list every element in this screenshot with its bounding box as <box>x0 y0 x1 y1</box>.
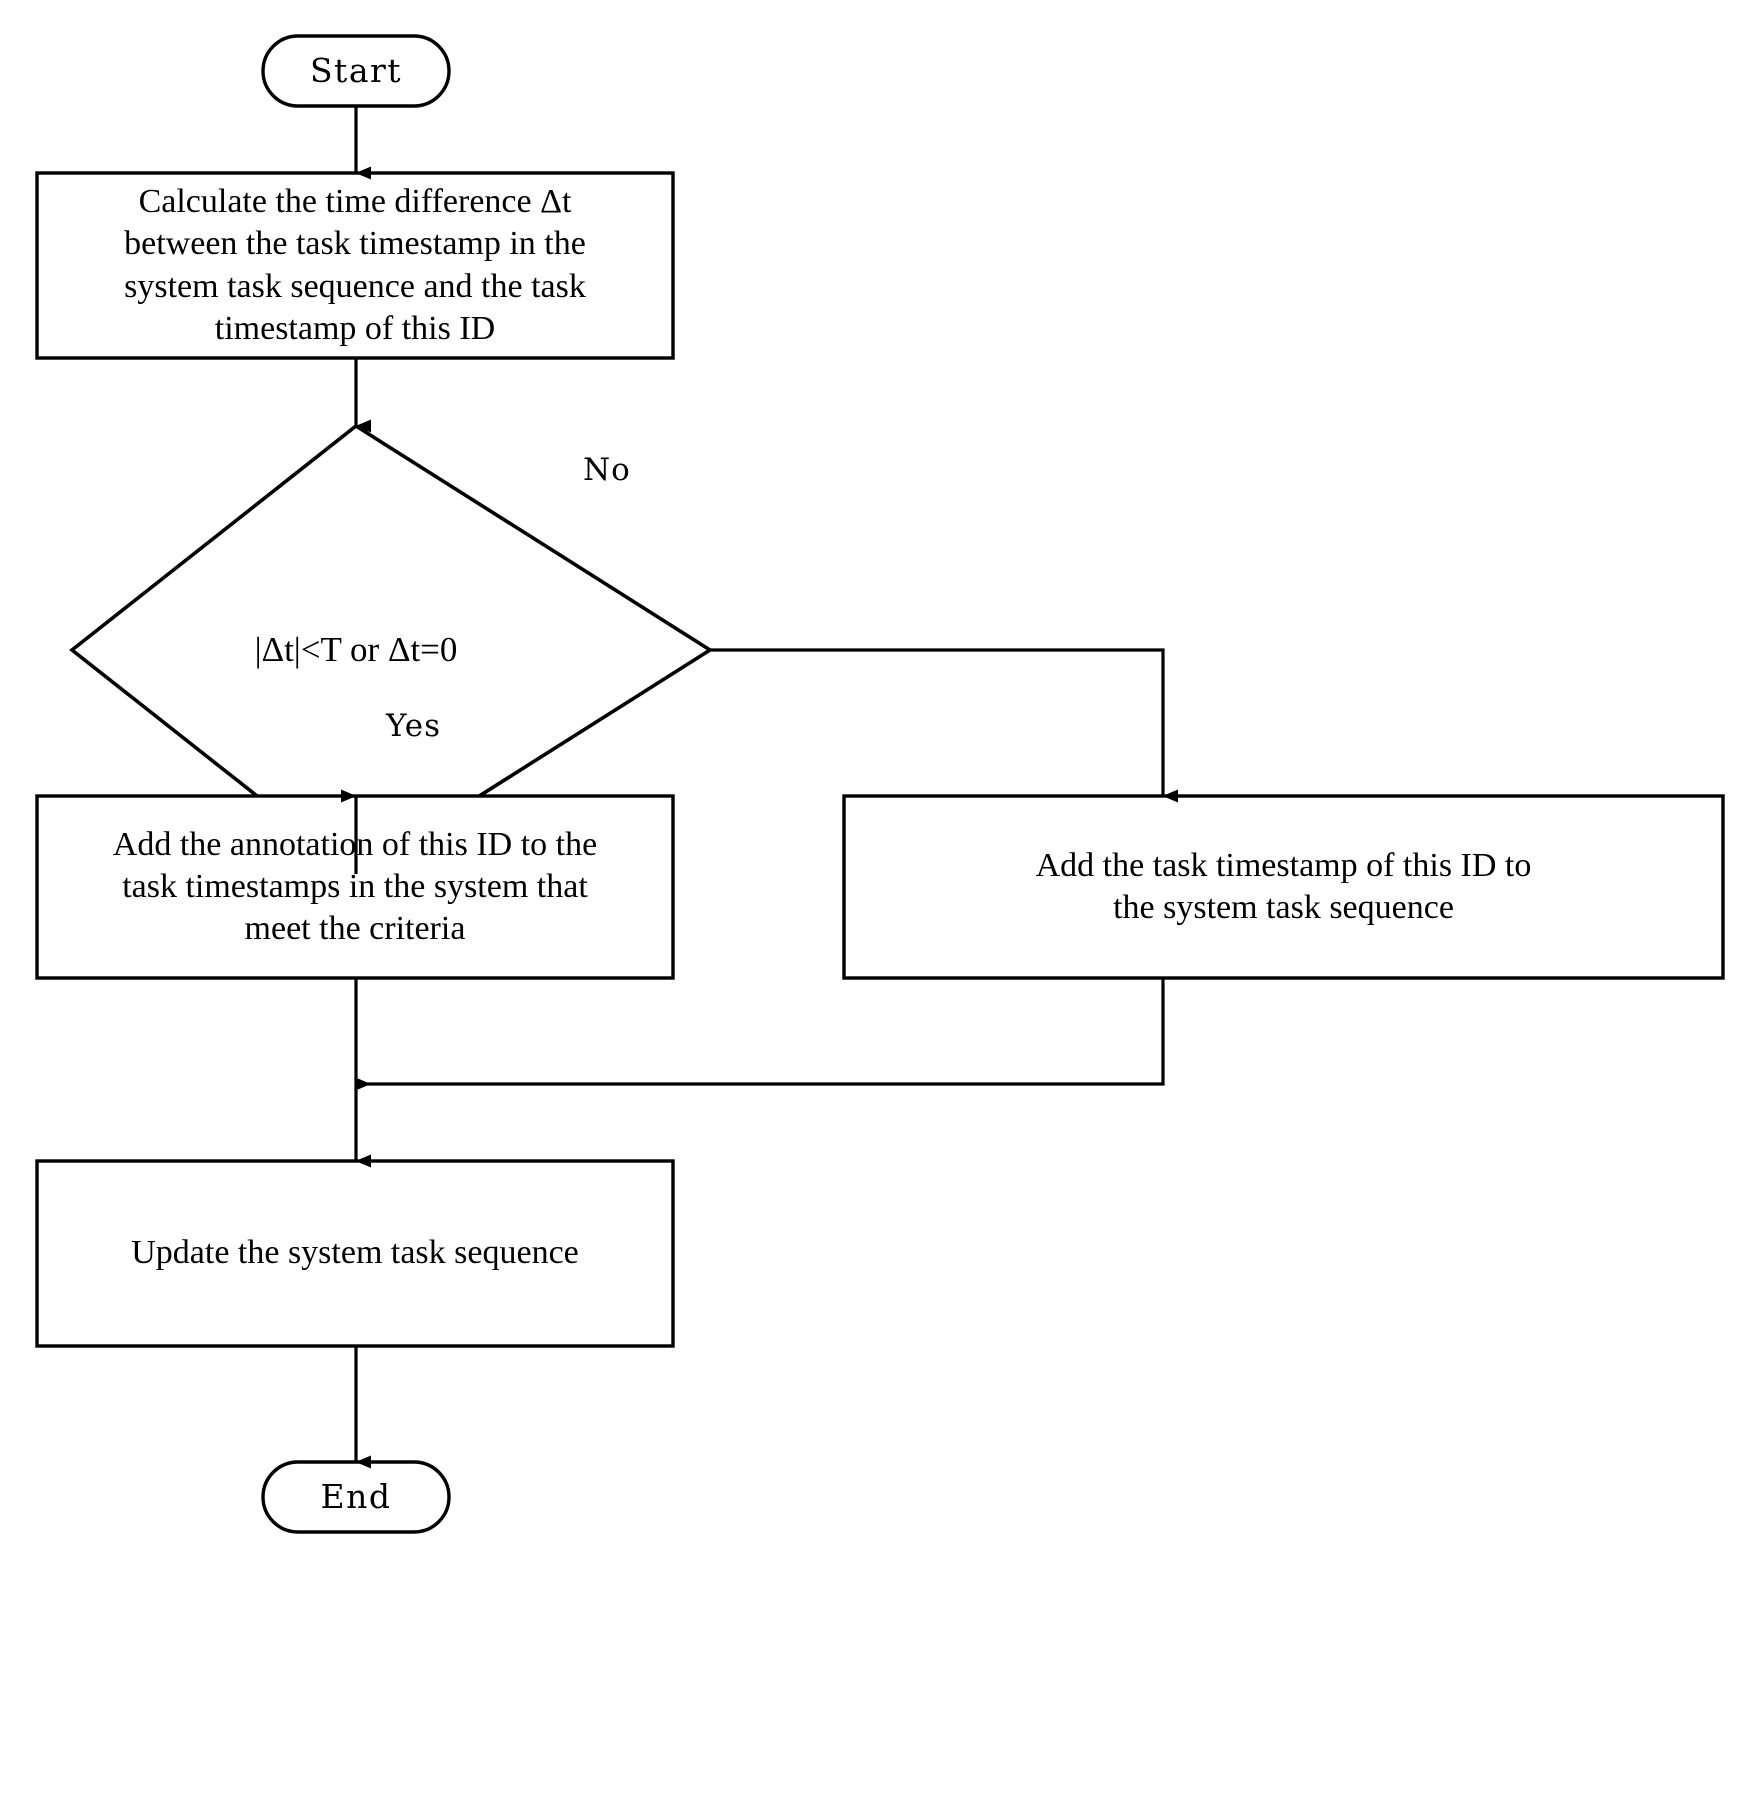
connector-decision-no-to-add-timestamp <box>710 648 1178 803</box>
edge-label-yes: Yes <box>386 708 442 744</box>
node-shape-update[interactable] <box>35 1159 675 1348</box>
node-shape-calculate[interactable] <box>35 171 675 360</box>
node-shape-start[interactable] <box>261 34 451 108</box>
node-shape-end[interactable] <box>261 1460 451 1534</box>
edge-label-no: No <box>583 452 631 488</box>
connector-add-timestamp-to-merge <box>355 979 1165 1091</box>
node-shape-add-timestamp[interactable] <box>842 794 1725 980</box>
